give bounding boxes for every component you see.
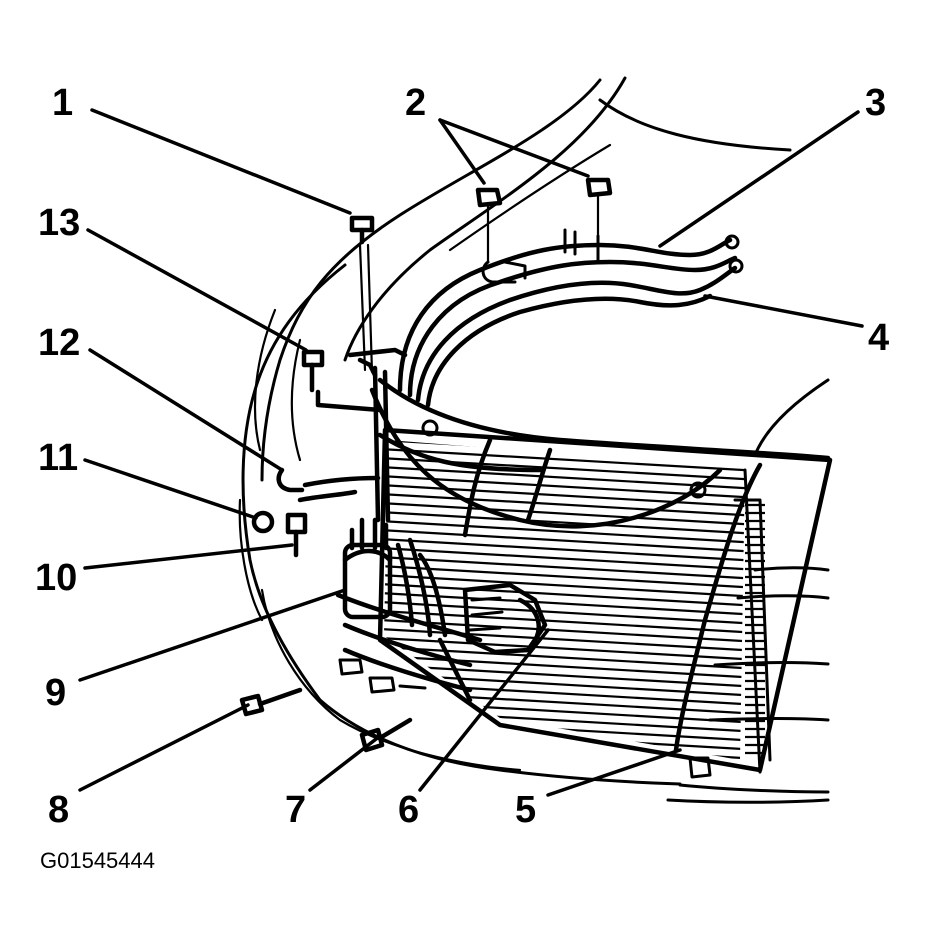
ac-lines	[276, 228, 831, 753]
callout-4: 4	[868, 317, 889, 359]
callout-9: 9	[45, 672, 66, 714]
callout-10: 10	[35, 557, 77, 599]
condenser-fin	[384, 672, 745, 698]
callout-8: 8	[48, 789, 69, 831]
receiver-drier	[342, 517, 448, 638]
condenser-fitting	[462, 582, 548, 655]
condenser-fin	[384, 690, 745, 716]
callout-labels: 1 2 3 4 5 6 7 8 9 10 11 12 13	[35, 82, 889, 831]
callout-12: 12	[38, 322, 80, 364]
condenser-fin	[384, 537, 745, 563]
condenser-fin	[384, 681, 745, 707]
condenser-fin	[384, 600, 745, 626]
condenser-fin	[384, 510, 745, 536]
condenser-fin	[384, 447, 745, 473]
callout-11: 11	[38, 437, 78, 479]
condenser-fin	[384, 699, 745, 725]
condenser-fin	[384, 465, 745, 491]
callout-6: 6	[398, 789, 419, 831]
callout-7: 7	[285, 789, 306, 831]
condenser	[377, 427, 833, 774]
condenser-fin	[384, 582, 745, 608]
condenser-fin	[384, 654, 745, 680]
callout-3: 3	[865, 82, 886, 124]
condenser-fin	[384, 573, 745, 599]
callout-2: 2	[405, 82, 426, 124]
fasteners	[239, 177, 712, 779]
condenser-fin	[384, 519, 745, 545]
callout-1: 1	[52, 82, 73, 124]
condenser-fin	[384, 492, 745, 518]
condenser-fin	[384, 501, 745, 527]
figure-id: G01545444	[40, 848, 155, 873]
callout-5: 5	[515, 789, 536, 831]
leader-lines	[78, 108, 864, 797]
condenser-fin	[384, 546, 745, 572]
condenser-fin	[384, 555, 745, 581]
condenser-fin	[384, 474, 745, 500]
condenser-fin	[384, 708, 745, 734]
callout-13: 13	[38, 202, 80, 244]
condenser-fin	[384, 528, 745, 554]
condenser-fin	[384, 591, 745, 617]
condenser-fin	[384, 663, 745, 689]
condenser-fin	[384, 735, 745, 760]
condenser-fin	[384, 564, 745, 590]
vehicle-body-outline	[238, 76, 830, 804]
